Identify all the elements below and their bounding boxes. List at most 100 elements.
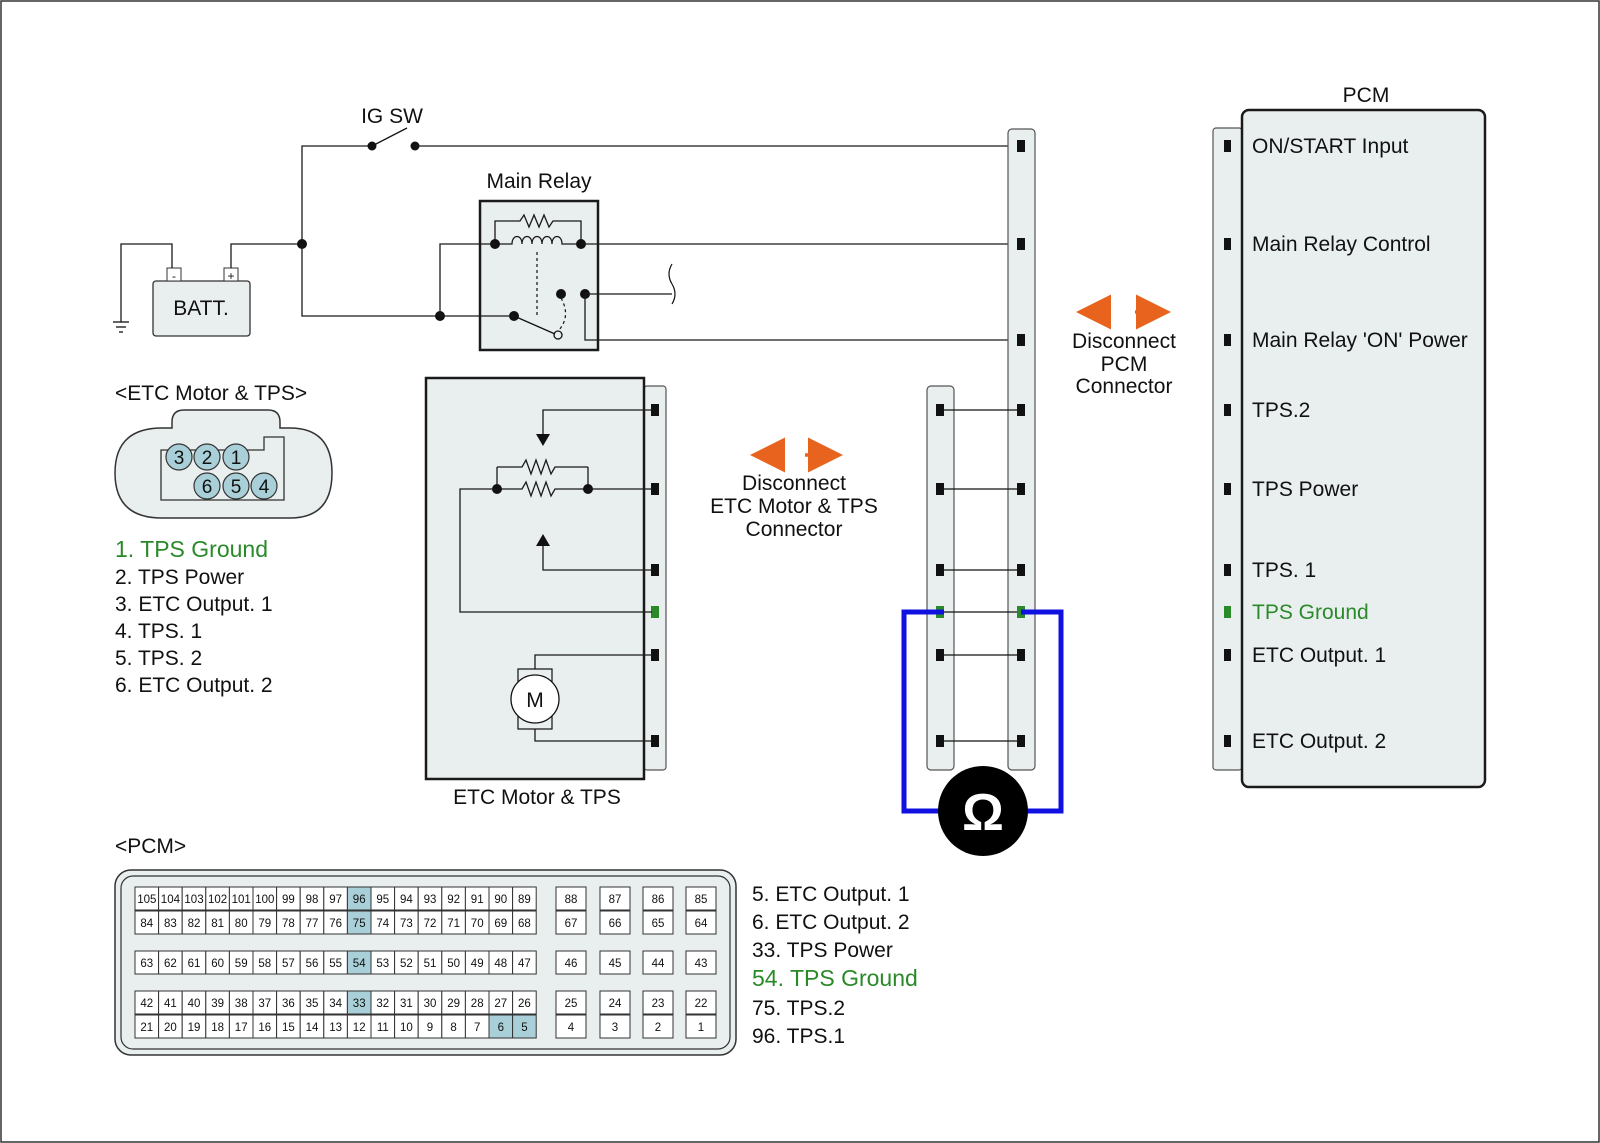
pcm-terminal-marker <box>1224 735 1231 747</box>
pcm-pin-number: 23 <box>652 998 665 1010</box>
harness-pin-pcm-side <box>1017 334 1025 346</box>
pcm-pin-number: 31 <box>400 998 413 1010</box>
pcm-pin-number: 101 <box>232 894 251 906</box>
etc-harness-strip <box>926 385 955 771</box>
pcm-pin-number: 38 <box>235 998 248 1010</box>
pcm-pin-number: 56 <box>306 958 319 970</box>
pcm-pin-number: 74 <box>376 918 389 930</box>
pcm-terminal-marker <box>1224 140 1231 152</box>
pcm-pin-number: 76 <box>329 918 342 930</box>
pcm-pin-number: 2 <box>655 1022 661 1034</box>
etc-connector-legend-item: 6. ETC Output. 2 <box>115 674 273 697</box>
pcm-pin-number: 11 <box>377 1022 389 1034</box>
battery-positive-wire <box>230 243 302 268</box>
pcm-pin-number: 63 <box>140 958 153 970</box>
pcm-pin-number: 5 <box>521 1022 527 1034</box>
pcm-pin-number: 57 <box>282 958 295 970</box>
pcm-terminal-label: ETC Output. 2 <box>1252 730 1386 753</box>
pcm-pin-number: 105 <box>137 894 156 906</box>
pcm-pin-number: 8 <box>450 1022 456 1034</box>
pcm-pin-number: 91 <box>471 894 484 906</box>
pcm-harness-strip <box>1007 128 1036 771</box>
battery-plus-label: + <box>227 269 234 283</box>
pcm-connector-legend-item: 33. TPS Power <box>752 939 893 962</box>
pcm-pin-number: 51 <box>424 958 437 970</box>
pcm-pin-number: 61 <box>188 958 201 970</box>
pcm-pin-number: 27 <box>494 998 507 1010</box>
pcm-pin-number: 103 <box>184 894 203 906</box>
pcm-pin-number: 86 <box>652 894 665 906</box>
ig-switch-feed-wire <box>301 145 370 244</box>
pcm-pin-number: 28 <box>471 998 484 1010</box>
pcm-connector-strip <box>1212 127 1243 771</box>
etc-terminal-marker <box>651 649 659 661</box>
disconnect-pcm-line3: Connector <box>1076 375 1173 398</box>
main-relay-on-power-wire <box>584 294 1020 341</box>
pcm-terminal-marker <box>1224 404 1231 416</box>
pcm-pin-number: 79 <box>258 918 271 930</box>
etc-connector-legend-item: 2. TPS Power <box>115 566 244 589</box>
harness-pin-etc-side <box>936 404 944 416</box>
etc-connector-pin-number: 5 <box>231 477 242 498</box>
pcm-pin-number: 21 <box>140 1022 153 1034</box>
battery-minus-label: - <box>172 269 176 283</box>
pcm-pin-number: 30 <box>424 998 437 1010</box>
pcm-pin-number: 4 <box>568 1022 575 1034</box>
etc-connector-face-icon <box>114 409 333 519</box>
pcm-pin-number: 58 <box>258 958 271 970</box>
pcm-terminal-label: TPS Power <box>1252 478 1358 501</box>
pcm-pin-number: 19 <box>188 1022 201 1034</box>
etc-connector-pin-number: 3 <box>174 448 185 469</box>
disconnect-etc-line2: ETC Motor & TPS <box>710 495 878 518</box>
pcm-pin-number: 12 <box>353 1022 366 1034</box>
pcm-connector-legend-item: 54. TPS Ground <box>752 965 918 991</box>
etc-connector-strip <box>643 385 667 771</box>
pcm-terminal-marker <box>1224 564 1231 576</box>
pcm-pin-number: 42 <box>140 998 153 1010</box>
pcm-pin-number: 40 <box>188 998 201 1010</box>
etc-connector-legend-item: 5. TPS. 2 <box>115 647 202 670</box>
disconnect-etc-line1: Disconnect <box>742 472 846 495</box>
ground-symbol-icon <box>113 321 129 333</box>
harness-pin-pcm-side <box>1017 735 1025 747</box>
pcm-pin-number: 54 <box>353 958 366 970</box>
pcm-pin-number: 1 <box>698 1022 704 1034</box>
pcm-pin-number: 49 <box>471 958 484 970</box>
pcm-pin-number: 20 <box>164 1022 177 1034</box>
harness-pin-pcm-side <box>1017 238 1025 250</box>
pcm-pin-number: 55 <box>329 958 342 970</box>
pcm-pin-number: 10 <box>400 1022 413 1034</box>
harness-pin-pcm-side <box>1017 483 1025 495</box>
pcm-pin-number: 100 <box>255 894 274 906</box>
pcm-pin-number: 80 <box>235 918 248 930</box>
etc-connector-pin-number: 1 <box>231 448 242 469</box>
pcm-pin-number: 41 <box>164 998 177 1010</box>
ohmmeter-icon <box>938 766 1028 856</box>
etc-connector-title: <ETC Motor & TPS> <box>115 382 307 405</box>
ig-switch-label: IG SW <box>361 105 423 128</box>
pcm-pin-number: 47 <box>518 958 531 970</box>
pcm-pin-number: 59 <box>235 958 248 970</box>
harness-pin-pcm-side <box>1017 140 1025 152</box>
motor-symbol: M <box>526 689 544 712</box>
pcm-pin-number: 46 <box>565 958 578 970</box>
pcm-pin-number: 17 <box>235 1022 248 1034</box>
etc-terminal-marker <box>651 404 659 416</box>
etc-connector-legend-item: 3. ETC Output. 1 <box>115 593 273 616</box>
harness-pin-etc-side <box>936 483 944 495</box>
pcm-pin-number: 95 <box>376 894 389 906</box>
pcm-pin-number: 94 <box>400 894 413 906</box>
pcm-terminal-label: TPS.2 <box>1252 399 1310 422</box>
pcm-pin-number: 75 <box>353 918 366 930</box>
pcm-pin-number: 50 <box>447 958 460 970</box>
relay-coil-feed-wire <box>439 243 495 316</box>
pcm-pin-number: 82 <box>188 918 201 930</box>
harness-pin-pcm-side <box>1017 404 1025 416</box>
pcm-pin-number: 34 <box>329 998 342 1010</box>
harness-pin-pcm-side <box>1017 649 1025 661</box>
pcm-pin-number: 52 <box>400 958 413 970</box>
disconnect-pcm-line1: Disconnect <box>1072 330 1176 353</box>
pcm-connector-legend-item: 96. TPS.1 <box>752 1025 845 1048</box>
